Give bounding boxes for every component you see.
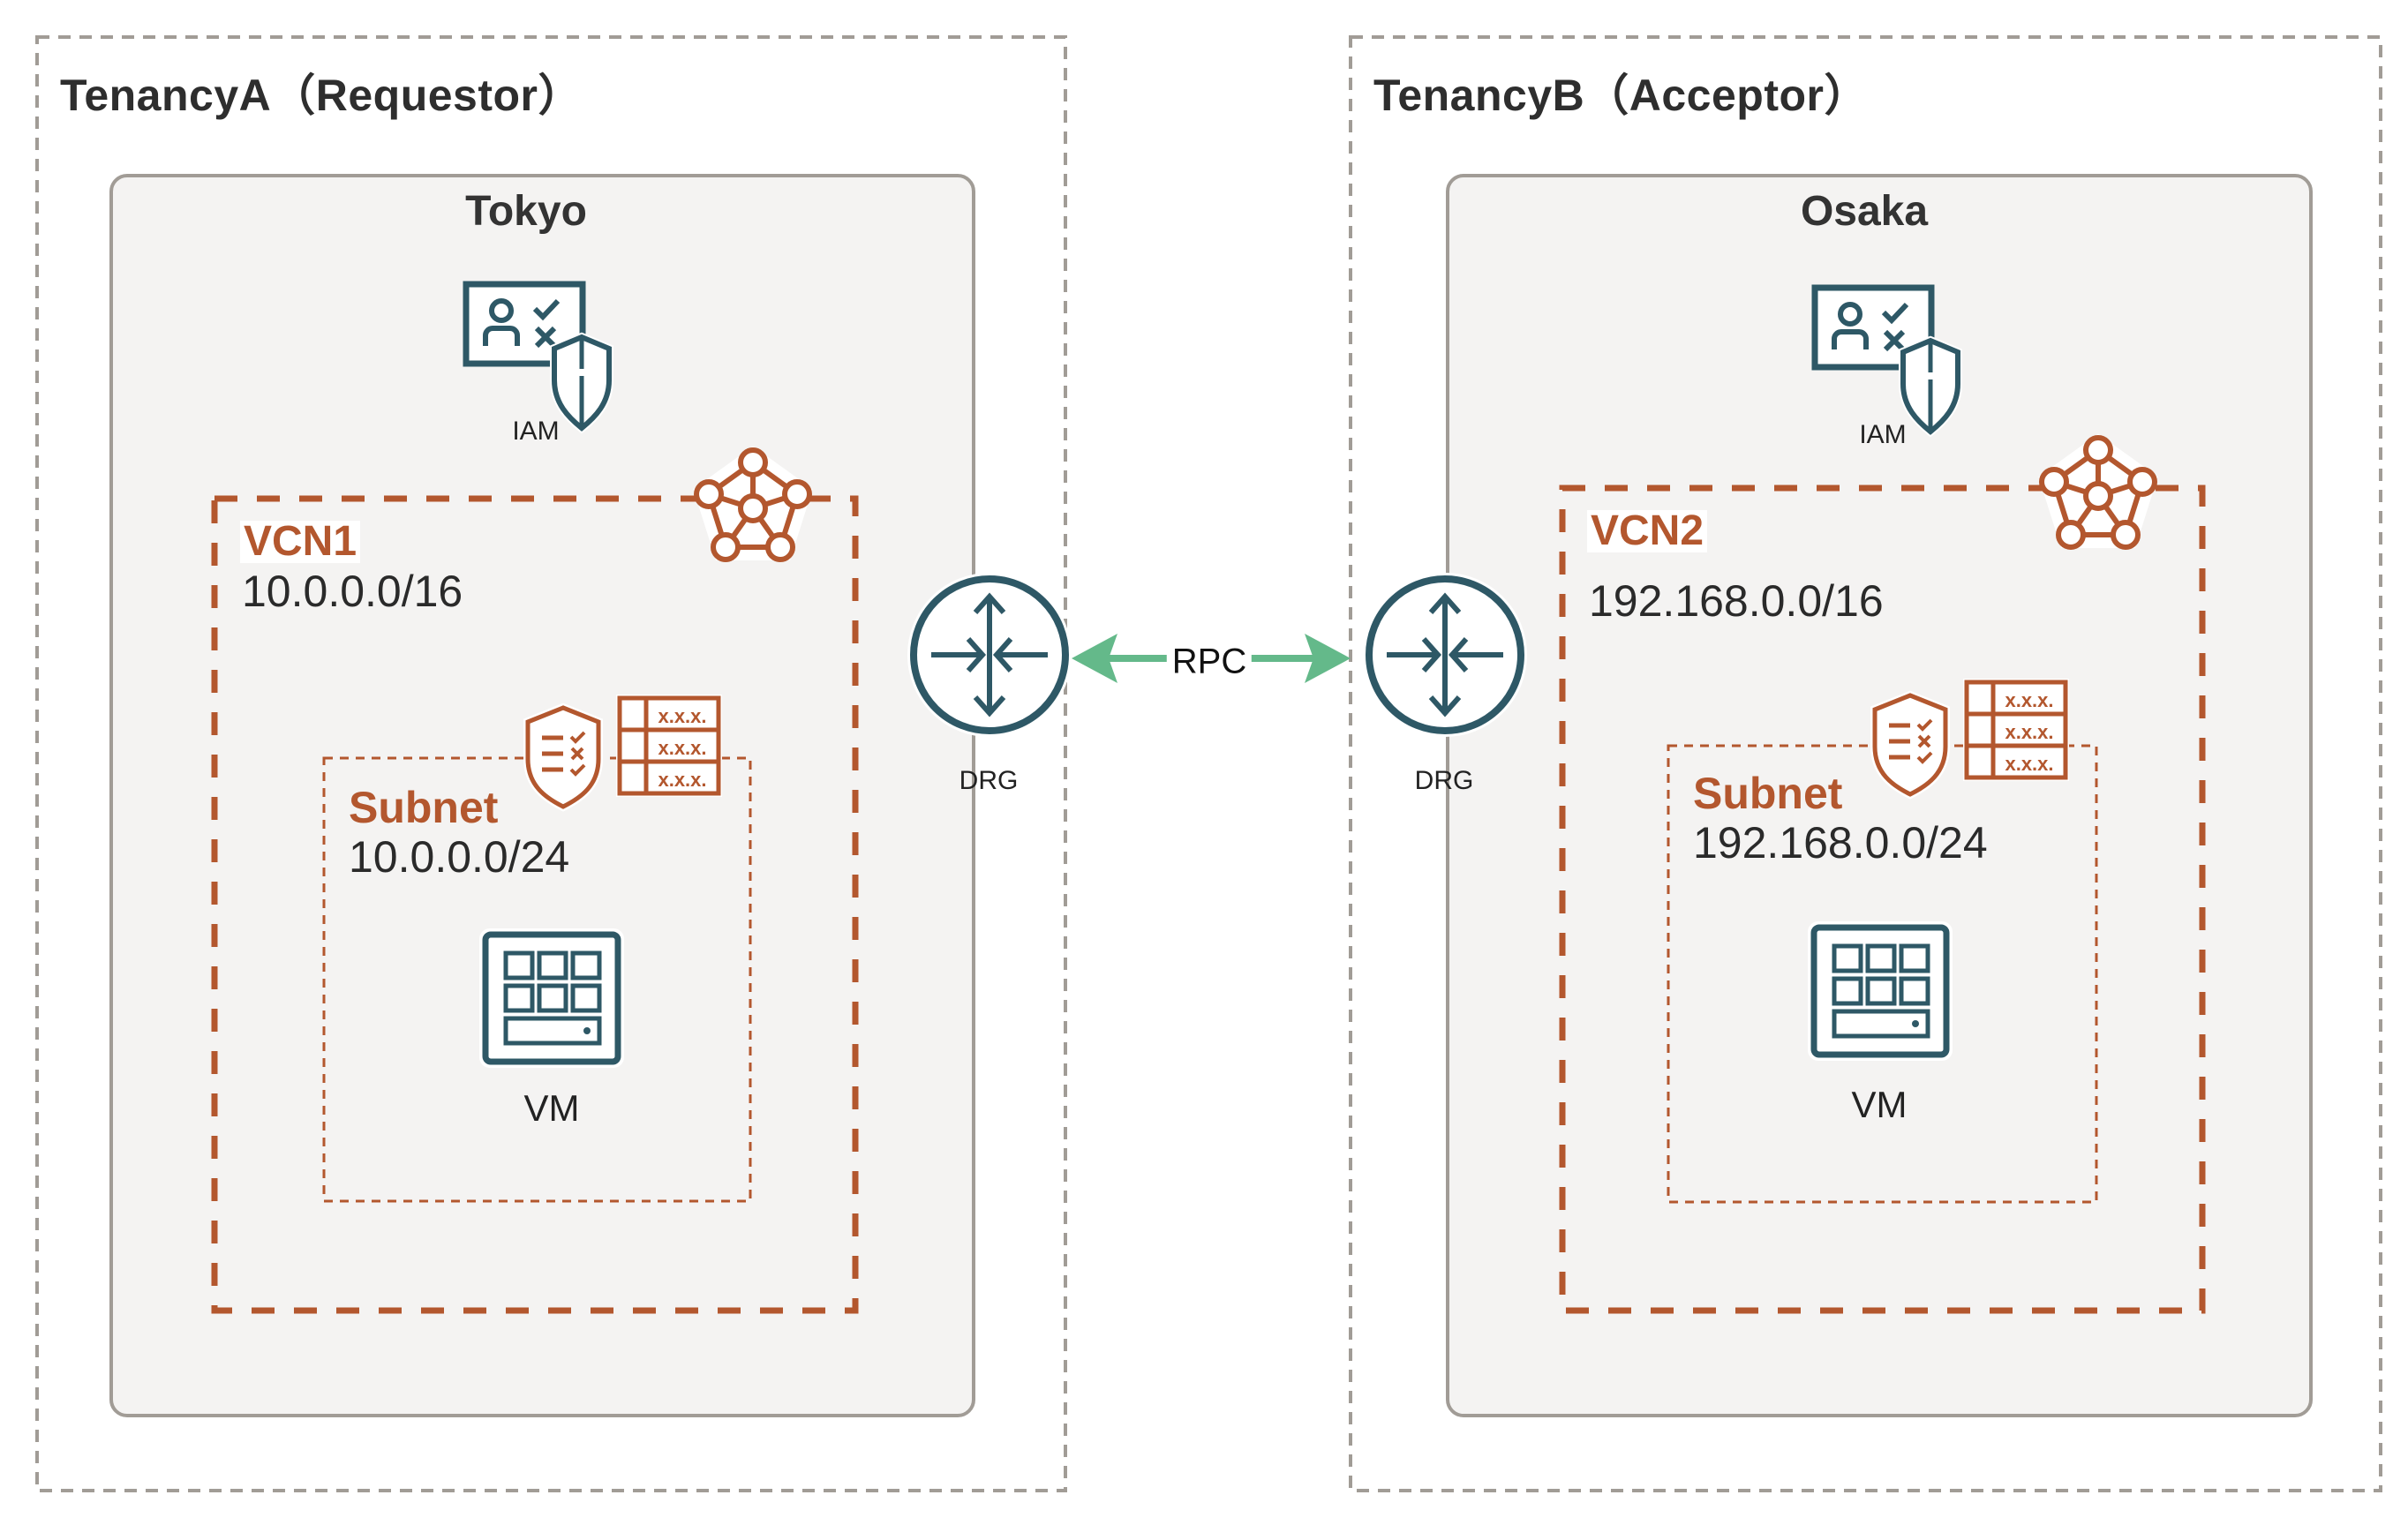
vcn1-label: VCN1 [240,521,361,563]
tenancy-a-title: TenancyA（Requestor） [60,71,583,120]
route-table-row: x.x.x. [2005,689,2053,711]
route-table-row: x.x.x. [658,769,706,791]
route-table-icon: x.x.x. x.x.x. x.x.x. [620,698,719,793]
route-table-row: x.x.x. [2005,753,2053,775]
region-tokyo-title: Tokyo [465,188,587,235]
tenancy-a-boundary [35,35,1067,1492]
route-table-row: x.x.x. [2005,721,2053,743]
rpc-label: RPC [1166,642,1253,682]
route-table-row: x.x.x. [658,737,706,759]
vcn2-box [1559,485,2206,1314]
vm-label: VM [1851,1084,1908,1125]
iam-label: IAM [512,417,560,446]
vm-compute-icon [483,932,621,1064]
vm-compute-icon [1811,925,1949,1057]
route-table-icon: x.x.x. x.x.x. x.x.x. [1967,682,2066,778]
vcn2-label: VCN2 [1587,510,1708,552]
tenancy-b-boundary [1349,35,2382,1492]
subnet1-cidr: 10.0.0.0/24 [349,832,570,882]
subnet2-cidr: 192.168.0.0/24 [1693,818,1988,868]
route-table-row: x.x.x. [658,705,706,727]
drg-label: DRG [959,766,1019,795]
vcn1-cidr: 10.0.0.0/16 [242,567,463,616]
drg-label: DRG [1414,766,1474,795]
security-list-icon [1875,695,1945,794]
arrow-head-left-icon [1072,634,1117,683]
vm-label: VM [523,1087,580,1129]
security-list-icon [528,708,598,807]
tenancy-b-title: TenancyB（Acceptor） [1373,71,1869,120]
subnet1-label: Subnet [349,783,499,832]
arrow-head-right-icon [1305,634,1351,683]
region-osaka-title: Osaka [1800,188,1929,235]
iam-label: IAM [1859,420,1907,449]
drg-router-icon[interactable] [1367,577,1523,732]
drg-router-icon[interactable] [912,577,1067,732]
vcn2-cidr: 192.168.0.0/16 [1589,576,1884,626]
vcn1-box [211,495,859,1314]
subnet2-label: Subnet [1693,769,1843,818]
